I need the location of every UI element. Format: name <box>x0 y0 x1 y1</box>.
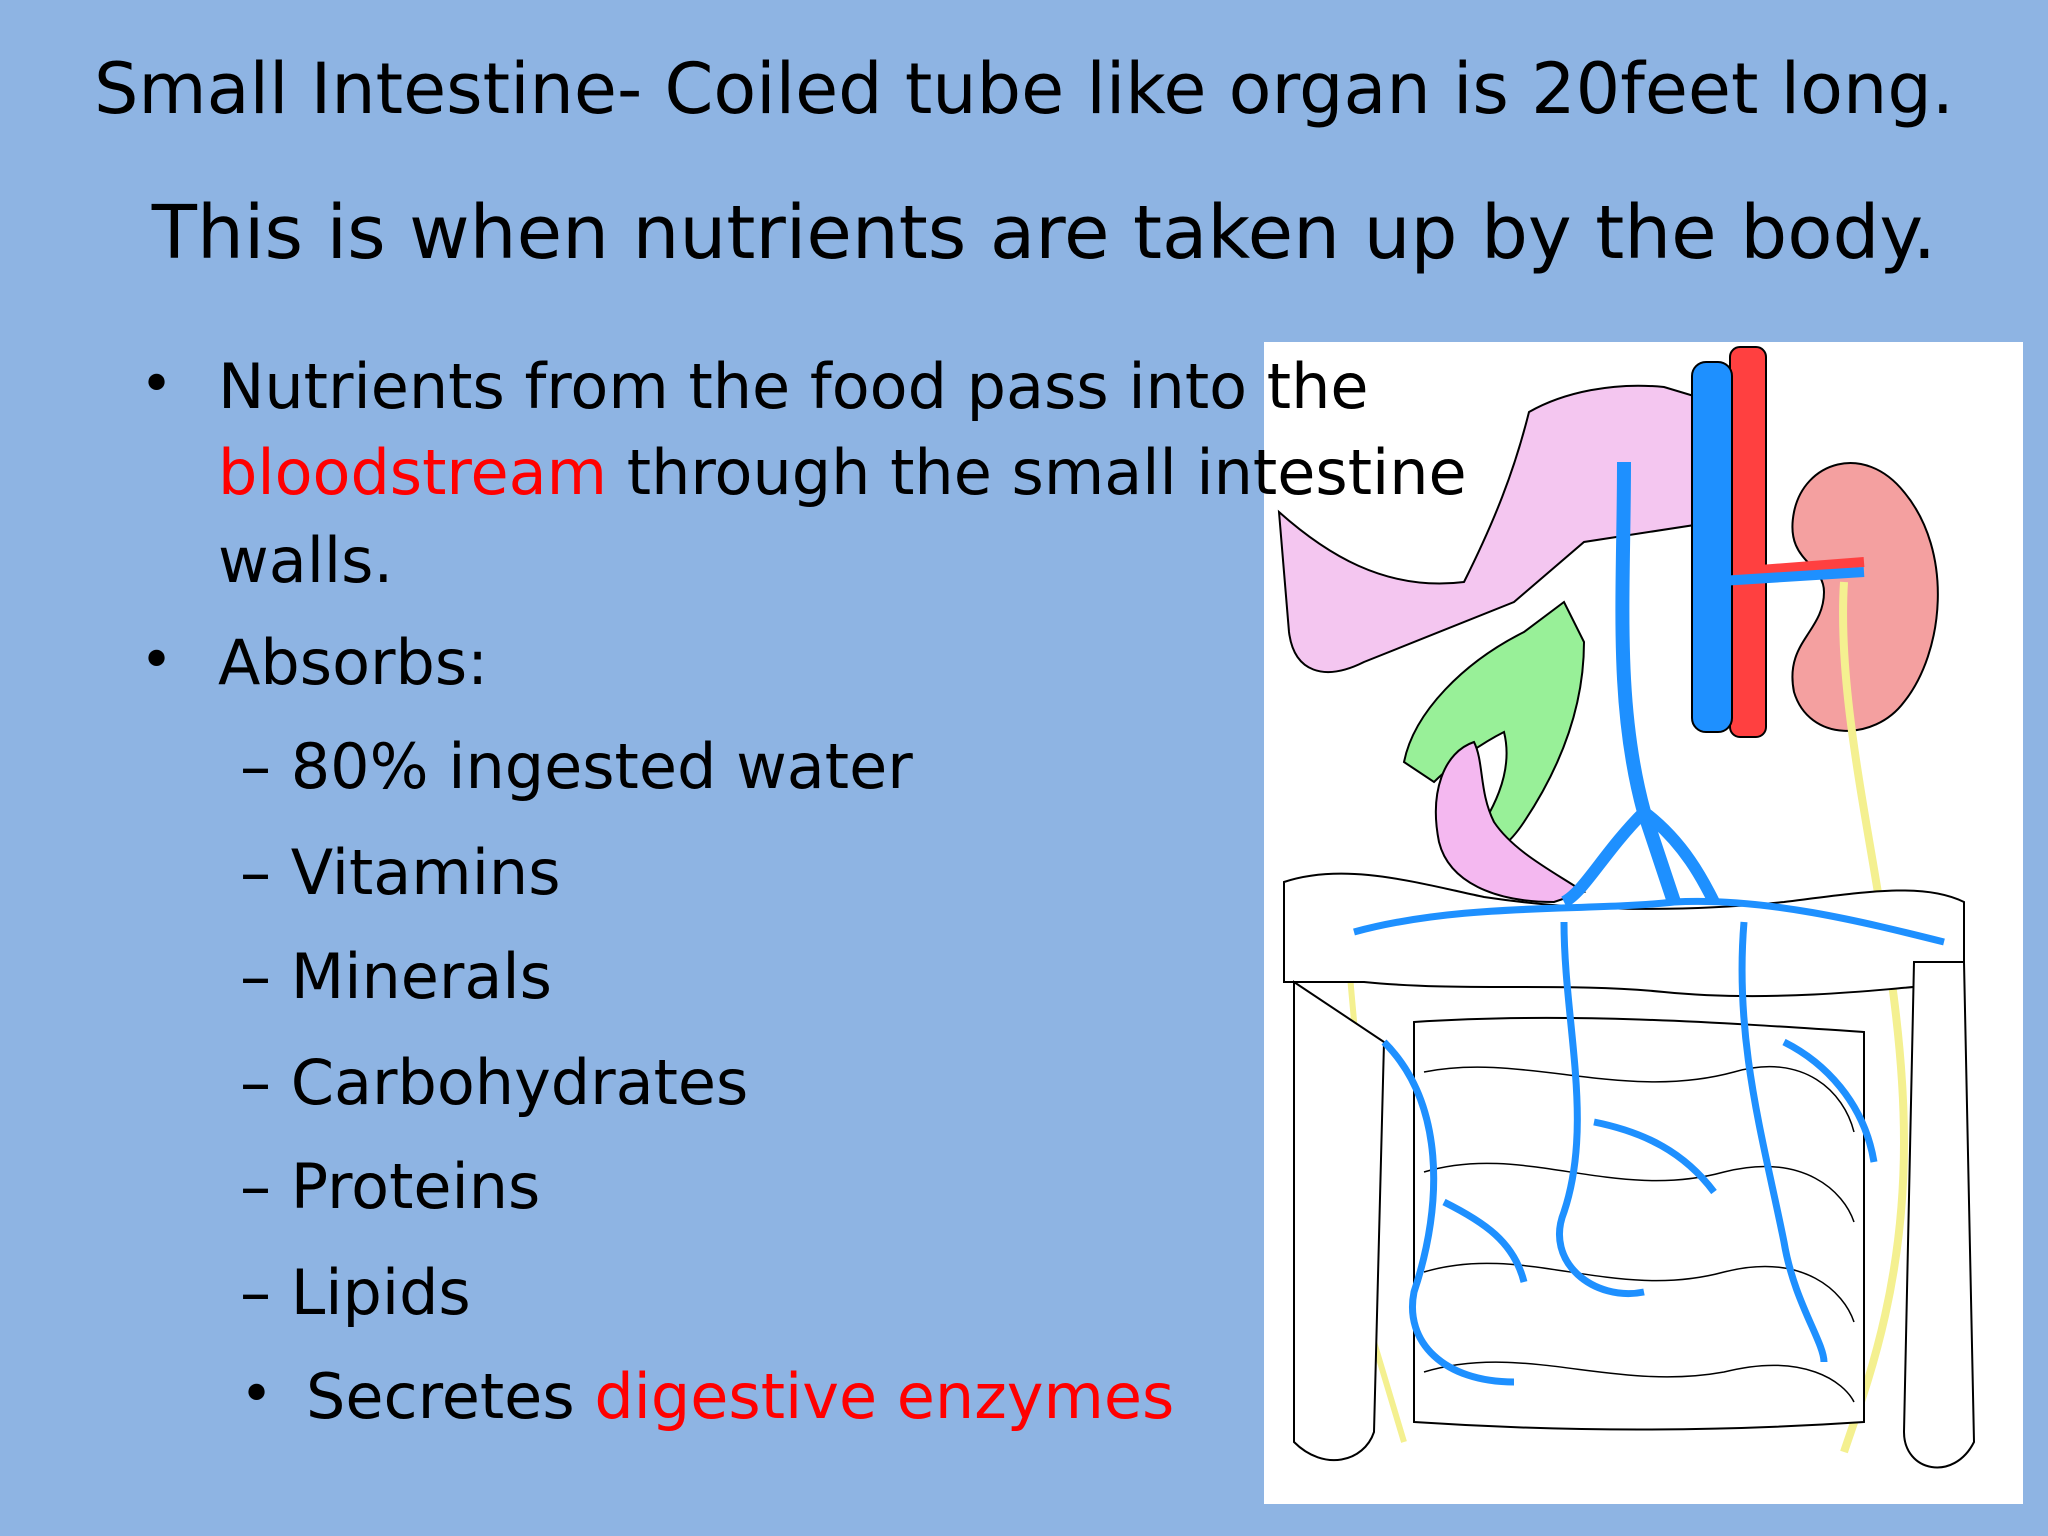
sub-item-lipids: Lipids <box>290 1256 471 1329</box>
digestive-system-drawing <box>1277 346 1976 1469</box>
sub-item: – Lipids <box>240 1256 471 1329</box>
digestive-system-illustration <box>1264 342 2023 1504</box>
bullet-secretes: Secretes digestive enzymes <box>306 1354 1174 1440</box>
bullet-nutrients-line3: walls. <box>218 524 394 597</box>
kidney-shape <box>1791 462 1939 732</box>
slide-subtitle: This is when nutrients are taken up by t… <box>151 190 1937 276</box>
sub-item: – Minerals <box>240 940 552 1013</box>
sub-item: – 80% ingested water <box>240 730 913 803</box>
sub-item-water: 80% ingested water <box>290 730 913 803</box>
bullet-nutrients-line1: Nutrients from the food pass into the <box>218 350 1369 423</box>
stomach-green-shape <box>1402 600 1586 857</box>
vena-cava <box>1691 361 1733 733</box>
sub-item-vitamins: Vitamins <box>290 836 561 909</box>
sub-item: – Vitamins <box>240 836 561 909</box>
digestive-enzymes-highlight: digestive enzymes <box>594 1360 1175 1433</box>
sub-item: – Proteins <box>240 1150 541 1223</box>
pancreas-shape <box>1435 740 1587 904</box>
sub-item-carbohydrates: Carbohydrates <box>290 1046 749 1119</box>
sub-item-proteins: Proteins <box>290 1150 541 1223</box>
bullet-nutrients-line2-rest: through the small intestine <box>607 436 1467 509</box>
bullet-dot-icon: • <box>140 352 174 417</box>
sub-item-minerals: Minerals <box>290 940 552 1013</box>
slide-title: Small Intestine- Coiled tube like organ … <box>93 48 1955 130</box>
bullet-nutrients-line2: bloodstream through the small intestine <box>218 430 1467 516</box>
secretes-prefix: Secretes <box>306 1360 595 1433</box>
bullet-dot-icon: • <box>240 1362 274 1427</box>
liver-shape <box>1277 384 1715 673</box>
bloodstream-highlight: bloodstream <box>218 436 608 509</box>
bullet-absorbs: Absorbs: <box>218 626 489 699</box>
bullet-dot-icon: • <box>140 628 174 693</box>
sub-item: – Carbohydrates <box>240 1046 749 1119</box>
